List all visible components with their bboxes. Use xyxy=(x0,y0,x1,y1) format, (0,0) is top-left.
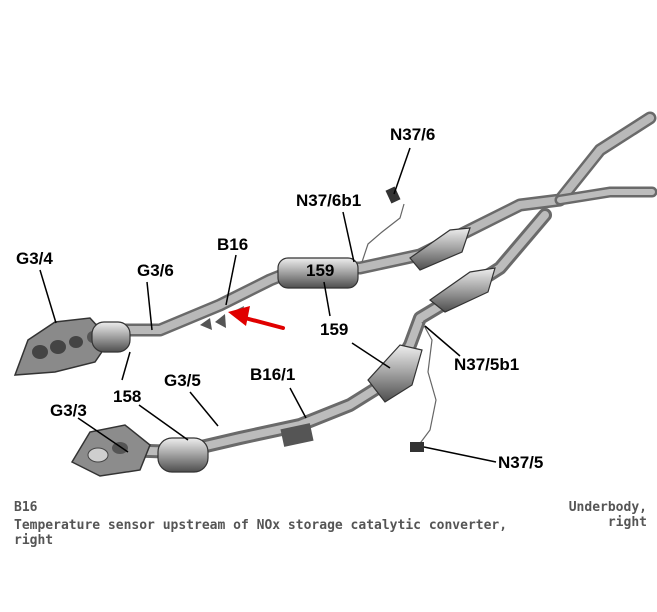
label-b16-1: B16/1 xyxy=(250,365,295,384)
b16-1-shield xyxy=(280,423,314,447)
label-159-bottom: 159 xyxy=(320,320,348,339)
lower-exhaust-manifold xyxy=(70,424,151,477)
label-n37-5b1: N37/5b1 xyxy=(454,355,519,374)
label-n37-6: N37/6 xyxy=(390,125,435,144)
caption-location-line2: right xyxy=(607,515,647,530)
n37-5-wiring xyxy=(410,321,437,452)
label-158: 158 xyxy=(113,387,141,406)
upper-rear-catalytic-converter xyxy=(409,227,471,271)
label-g3-3: G3/3 xyxy=(50,401,87,420)
upper-nox-storage-catalytic-converter xyxy=(277,257,359,289)
lower-front-catalytic-converter xyxy=(157,437,209,473)
label-n37-5: N37/5 xyxy=(498,453,543,472)
lower-nox-storage-catalytic-converter xyxy=(367,344,423,403)
caption-component-description: Temperature sensor upstream of NOx stora… xyxy=(14,518,508,548)
label-b16: B16 xyxy=(217,235,248,254)
b16-indicator-arrow xyxy=(228,306,285,330)
leader-lines xyxy=(39,147,497,463)
caption-location-line1: Underbody, xyxy=(568,500,647,515)
exhaust-system-diagram: N37/6 N37/6b1 B16 G3/6 G3/4 159 159 N37/… xyxy=(13,111,657,477)
caption-component-code: B16 xyxy=(14,500,38,515)
label-159-top: 159 xyxy=(306,261,334,280)
lower-rear-catalytic-converter xyxy=(428,267,496,313)
label-g3-5: G3/5 xyxy=(164,371,201,390)
label-g3-4: G3/4 xyxy=(16,249,53,268)
label-n37-6b1: N37/6b1 xyxy=(296,191,361,210)
label-g3-6: G3/6 xyxy=(137,261,174,280)
upper-front-catalytic-converter xyxy=(91,321,131,353)
caption-location: Underbody, right xyxy=(569,500,647,530)
n37-6-wiring xyxy=(361,186,405,263)
upper-exhaust-line xyxy=(33,111,657,352)
